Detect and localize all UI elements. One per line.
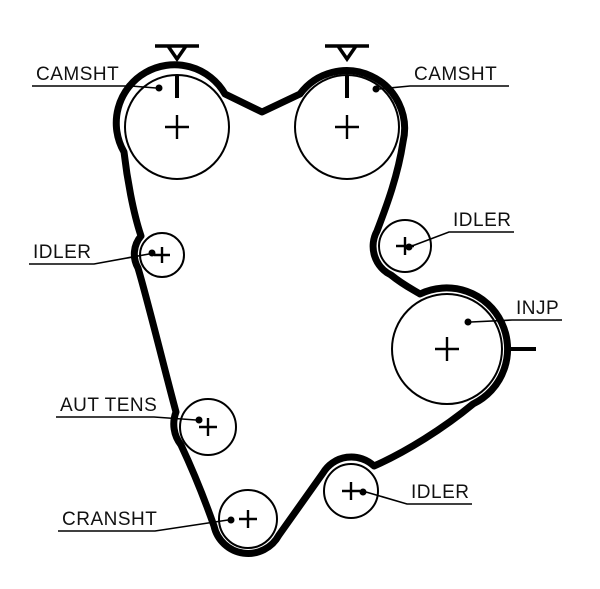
leader-line-crankshaft <box>58 519 229 532</box>
pointer-dot-idler-top-right <box>405 243 413 251</box>
pointer-dot-injection-pump <box>464 318 472 326</box>
label-group-idler-top-right: IDLER <box>405 210 514 251</box>
leader-line-camshaft-left <box>32 85 157 89</box>
label-group-idler-bottom: IDLER <box>359 482 472 505</box>
auto-tensioner-cross-icon <box>199 418 217 436</box>
label-group-auto-tensioner: AUT TENS <box>56 395 203 424</box>
label-group-crankshaft: CRANSHT <box>58 509 235 532</box>
leader-line-idler-left <box>29 253 150 265</box>
idler-left-cross-icon <box>154 247 170 263</box>
crankshaft-cross-icon <box>239 510 257 528</box>
label-idler-top-right: IDLER <box>453 210 511 231</box>
pointer-dot-idler-left <box>148 249 156 257</box>
label-crankshaft: CRANSHT <box>62 509 157 530</box>
label-idler-left: IDLER <box>33 242 91 263</box>
leader-line-auto-tensioner <box>56 416 197 421</box>
camshaft-left-cross-icon <box>165 115 189 139</box>
leader-line-camshaft-right <box>378 85 509 90</box>
label-camshaft-right: CAMSHT <box>414 64 497 85</box>
leader-line-injection-pump <box>470 319 562 323</box>
pointer-dot-crankshaft <box>227 516 235 524</box>
camshaft-left-timing-mark-icon <box>155 44 199 63</box>
camshaft-right-cross-icon <box>335 115 359 139</box>
label-idler-bottom: IDLER <box>411 482 469 503</box>
pointer-dot-camshaft-right <box>372 85 380 93</box>
camshaft-right-timing-mark-icon <box>325 44 369 63</box>
label-camshaft-left: CAMSHT <box>36 64 119 85</box>
pointer-dot-camshaft-left <box>155 84 163 92</box>
label-group-camshaft-left: CAMSHT <box>32 64 163 92</box>
label-group-injection-pump: INJP <box>464 298 562 326</box>
label-auto-tensioner: AUT TENS <box>60 395 157 416</box>
leader-line-idler-bottom <box>365 491 472 505</box>
timing-belt-path <box>112 61 512 557</box>
leader-line-idler-top-right <box>411 231 514 247</box>
label-group-camshaft-right: CAMSHT <box>372 64 509 93</box>
label-injection-pump: INJP <box>516 298 559 319</box>
pointer-dot-idler-bottom <box>359 488 367 496</box>
label-group-idler-left: IDLER <box>29 242 156 265</box>
injection-pump-cross-icon <box>435 337 459 361</box>
pointer-dot-auto-tensioner <box>195 416 203 424</box>
idler-bottom-cross-icon <box>342 482 360 500</box>
